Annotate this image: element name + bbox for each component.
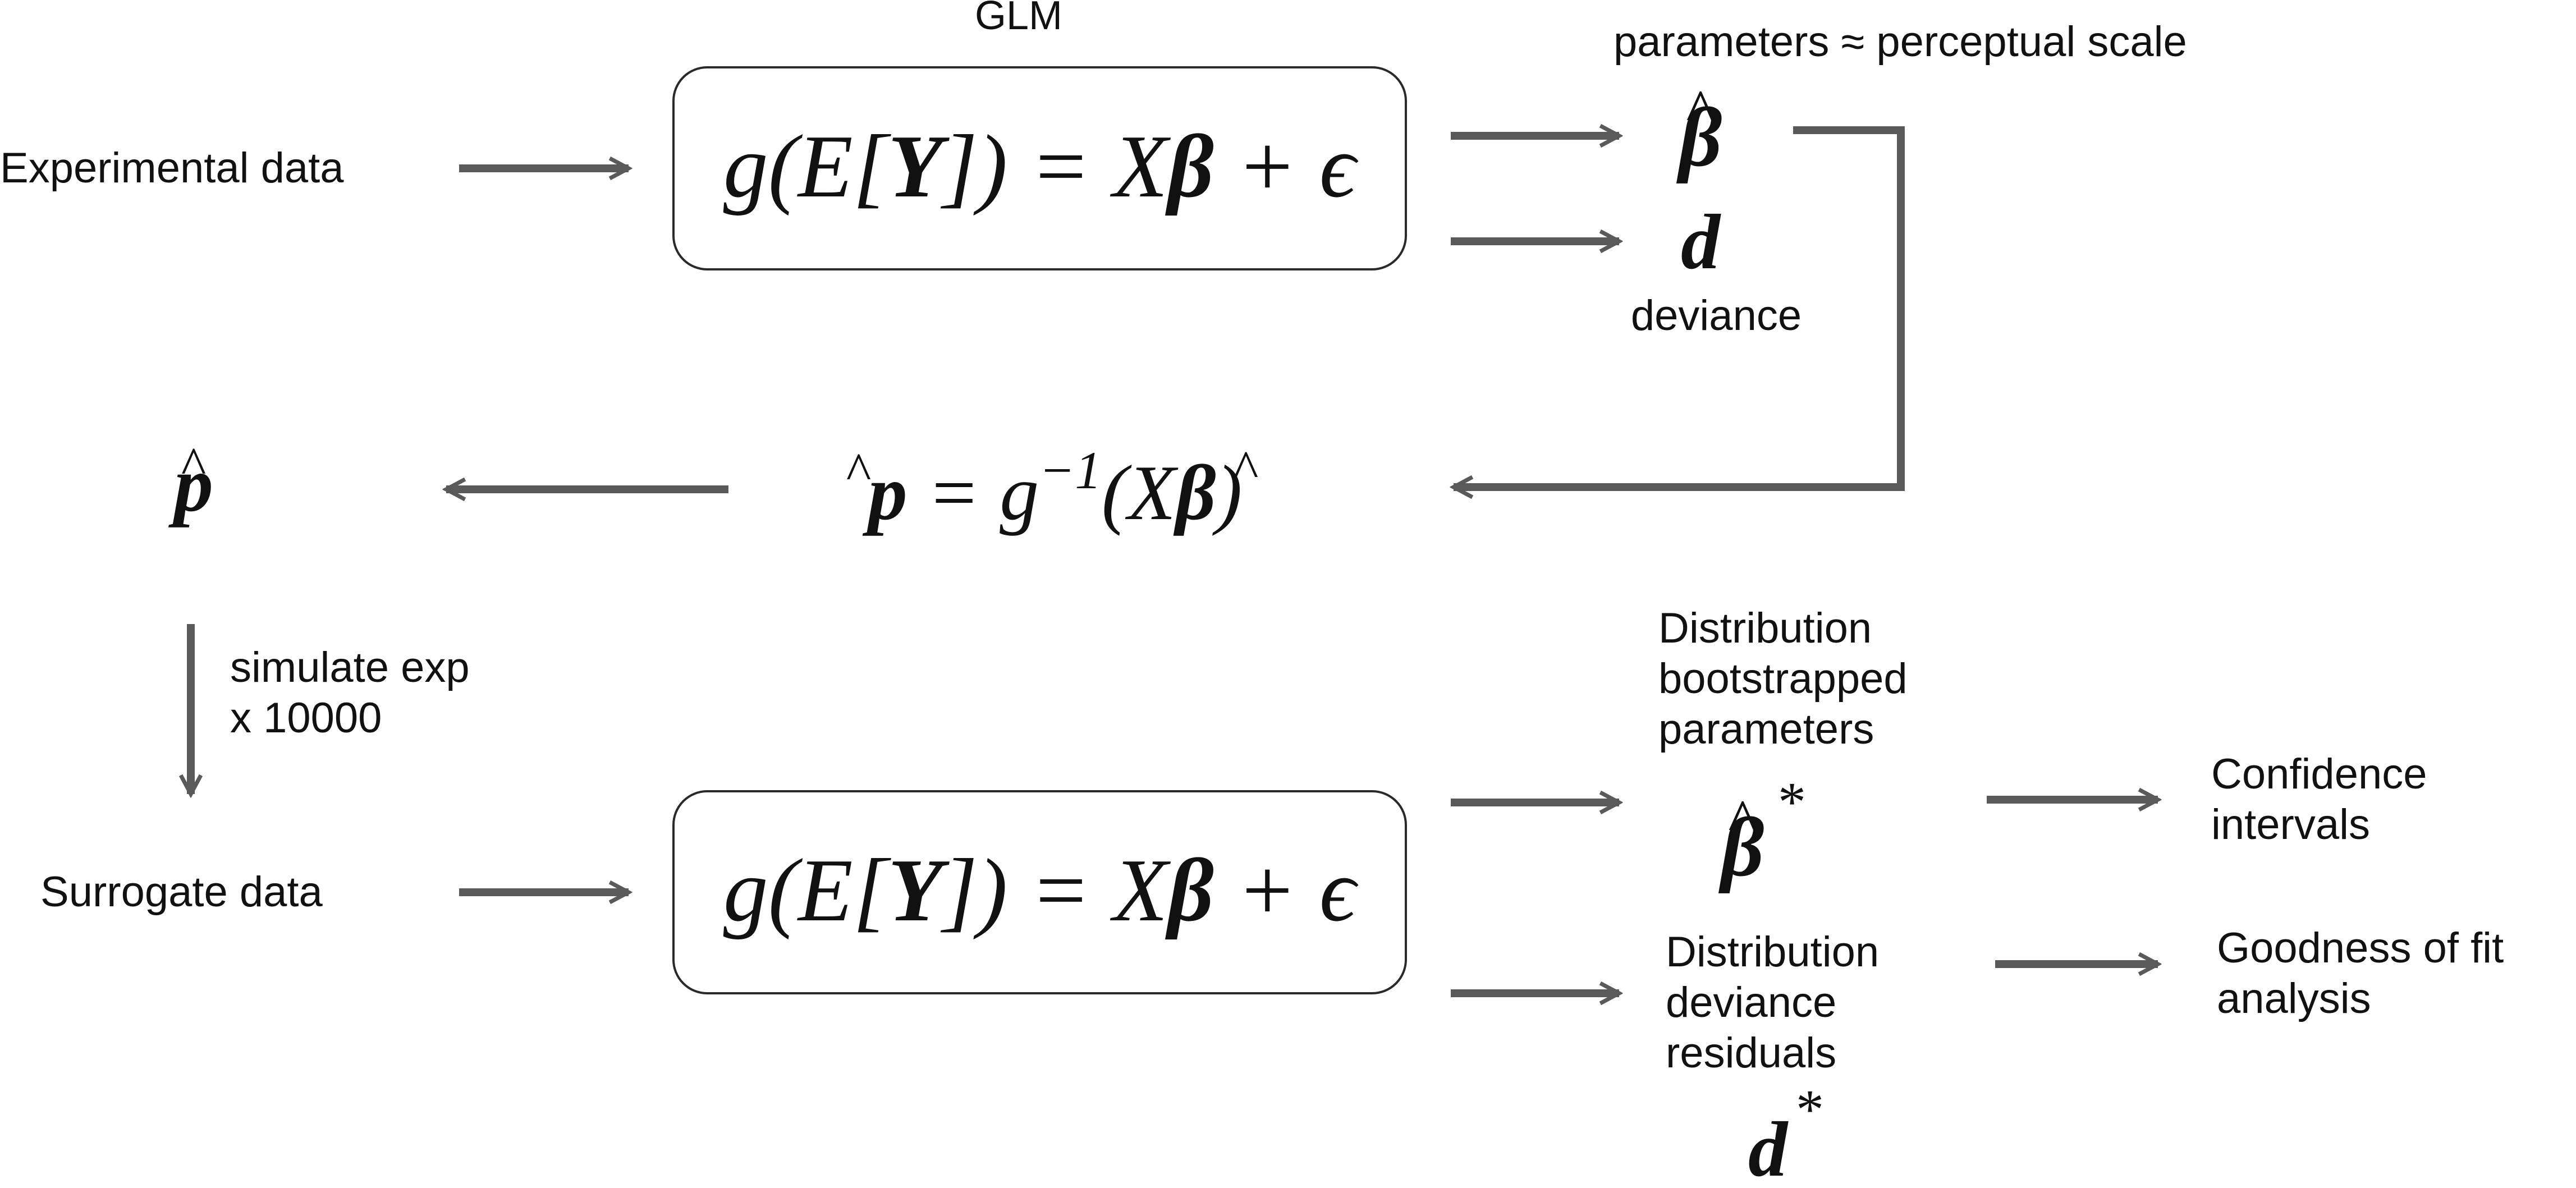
glm2-eq-mid: ]) = X xyxy=(941,840,1171,940)
glm-eq-beta: β xyxy=(1165,116,1214,216)
feedback-connector xyxy=(1454,126,1905,487)
beta-star-hat-mark: ^ xyxy=(1728,787,1757,855)
glm-eq-mid: ]) = X xyxy=(941,116,1171,216)
glm-box-top xyxy=(672,66,1407,270)
beta-hat-mark: ^ xyxy=(1686,77,1715,145)
simulate-line2: x 10000 xyxy=(230,694,382,742)
confidence-label: Confidence intervals xyxy=(2211,750,2439,848)
glm-eq-rhs: + ϵ xyxy=(1214,116,1359,216)
dist-dev-line1: Distribution xyxy=(1666,928,1879,976)
goodness-line2: analysis xyxy=(2217,975,2371,1022)
p-hat-eq-p: p xyxy=(863,449,907,536)
p-hat-eq-sup: −1 xyxy=(1039,441,1102,500)
glm2-eq-beta: β xyxy=(1165,840,1214,940)
glm2-eq-rhs: + ϵ xyxy=(1214,840,1359,940)
p-hat-mark: ^ xyxy=(181,436,207,496)
surrogate-data-label: Surrogate data xyxy=(40,868,323,916)
p-hat-eq-beta: β xyxy=(1173,449,1216,536)
d-symbol: d xyxy=(1681,199,1721,286)
glm-eq-Y: Y xyxy=(888,116,950,216)
glm-eq-lhs: g(E[ xyxy=(723,116,892,216)
p-hat-eq-open: (X xyxy=(1102,449,1179,536)
glm-equation-bottom: g(E[Y]) = Xβ + ϵ xyxy=(723,840,1359,940)
dist-dev-line3: residuals xyxy=(1666,1029,1836,1077)
confidence-line1: Confidence xyxy=(2211,750,2427,798)
p-hat-eq-close: ) xyxy=(1212,449,1243,536)
experimental-data-label: Experimental data xyxy=(0,144,344,192)
dist-boot-label: Distribution bootstrapped parameters xyxy=(1658,604,1919,753)
glm2-eq-Y: Y xyxy=(888,840,950,940)
glm-equation-top: g(E[Y]) = Xβ + ϵ xyxy=(723,116,1359,216)
d-star-asterisk: * xyxy=(1796,1078,1824,1140)
deviance-label: deviance xyxy=(1631,292,1802,340)
p-hat-symbol: p xyxy=(168,441,213,528)
confidence-line2: intervals xyxy=(2211,801,2370,848)
beta-hat-symbol: β xyxy=(1676,91,1722,184)
glm2-eq-lhs: g(E[ xyxy=(723,840,892,940)
beta-star-asterisk: * xyxy=(1778,770,1806,833)
params-caption: parameters ≈ perceptual scale xyxy=(1614,18,2187,66)
glm-box-bottom xyxy=(672,790,1407,994)
beta-star-symbol: β xyxy=(1718,801,1764,894)
glm-title: GLM xyxy=(975,0,1062,38)
goodness-label: Goodness of fit analysis xyxy=(2217,924,2515,1022)
p-hat-eq-p-hat-mark: ^ xyxy=(846,442,872,501)
p-hat-equation: p = g−1(Xβ) xyxy=(863,441,1243,536)
p-hat-eq-beta-hat-mark: ^ xyxy=(1234,439,1259,499)
simulate-line1: simulate exp xyxy=(230,644,470,691)
dist-dev-label: Distribution deviance residuals xyxy=(1666,928,1891,1077)
goodness-line1: Goodness of fit xyxy=(2217,924,2504,972)
d-star-symbol: d xyxy=(1748,1106,1789,1188)
dist-dev-line2: deviance xyxy=(1666,979,1836,1026)
dist-boot-line3: parameters xyxy=(1658,705,1874,753)
p-hat-eq-g: = g xyxy=(907,449,1039,536)
dist-boot-line2: bootstrapped xyxy=(1658,655,1908,703)
dist-boot-line1: Distribution xyxy=(1658,604,1872,652)
